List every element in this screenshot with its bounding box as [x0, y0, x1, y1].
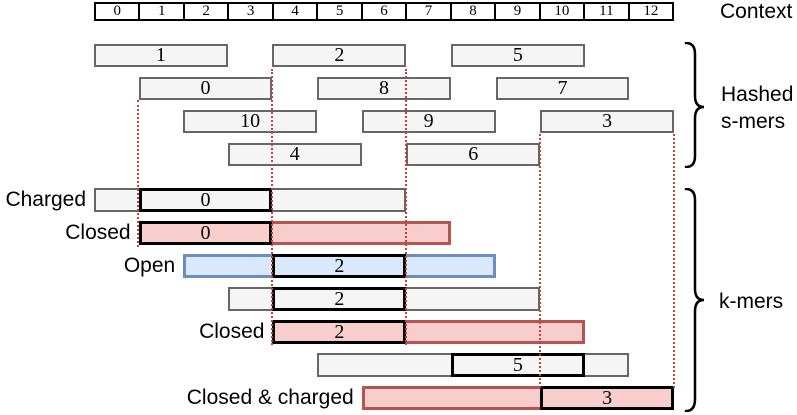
smer-box: 9 — [361, 110, 496, 133]
ruler-cell: 3 — [229, 3, 274, 19]
dotted-alignment-line — [270, 69, 273, 345]
ruler-cell: 0 — [96, 3, 141, 19]
kmers-brace — [684, 188, 705, 412]
dotted-alignment-line — [538, 134, 541, 388]
smer-box: 1 — [94, 44, 228, 67]
ruler-cell: 12 — [643, 3, 659, 19]
ruler-cell: 9 — [496, 3, 541, 19]
smer-box: 3 — [540, 110, 674, 133]
ruler-cell: 5 — [318, 3, 363, 19]
kmer-row-label: Closed & charged — [186, 386, 354, 409]
kmer-min-smer-box: 3 — [540, 386, 674, 410]
smer-box: 5 — [450, 44, 585, 67]
kmer-row-label: Open — [123, 254, 176, 277]
smer-box: 2 — [272, 44, 407, 67]
hashed-smers-label-line1: Hashed — [721, 83, 794, 106]
hashed-smers-brace — [684, 42, 705, 168]
hashed-smers-label: Hashed s-mers — [721, 81, 793, 135]
smer-box: 8 — [317, 77, 451, 100]
smer-box: 7 — [495, 77, 630, 100]
ruler-cell: 7 — [407, 3, 452, 19]
ruler-cell: 4 — [274, 3, 319, 19]
kmers-label: k-mers — [719, 290, 784, 313]
ruler-cell: 8 — [452, 3, 497, 19]
ruler-cell: 1 — [140, 3, 185, 19]
kmer-row-label: Closed — [65, 221, 131, 244]
smer-box: 4 — [227, 143, 362, 166]
dotted-alignment-line — [404, 69, 407, 345]
dotted-alignment-line — [672, 134, 675, 388]
kmer-min-smer-box: 0 — [138, 221, 273, 245]
kmer-min-smer-box: 5 — [450, 353, 585, 377]
smer-box: 10 — [183, 110, 318, 133]
kmer-row-label: Closed — [199, 320, 265, 343]
smer-box: 6 — [406, 143, 541, 166]
ruler-cell: 10 — [541, 3, 586, 19]
kmer-min-smer-box: 2 — [272, 320, 407, 344]
hashed-smers-label-line2: s-mers — [721, 110, 786, 133]
context-label: Context — [720, 0, 793, 23]
kmer-min-smer-box: 2 — [272, 254, 407, 278]
dotted-alignment-line — [137, 100, 140, 247]
ruler-cell: 2 — [185, 3, 230, 19]
ruler-cell: 6 — [363, 3, 408, 19]
kmer-row-label: Charged — [5, 188, 86, 211]
smer-box: 0 — [138, 77, 273, 100]
kmer-min-smer-box: 0 — [138, 188, 273, 212]
ruler-cell: 11 — [585, 3, 630, 19]
kmer-min-smer-box: 2 — [272, 287, 407, 311]
